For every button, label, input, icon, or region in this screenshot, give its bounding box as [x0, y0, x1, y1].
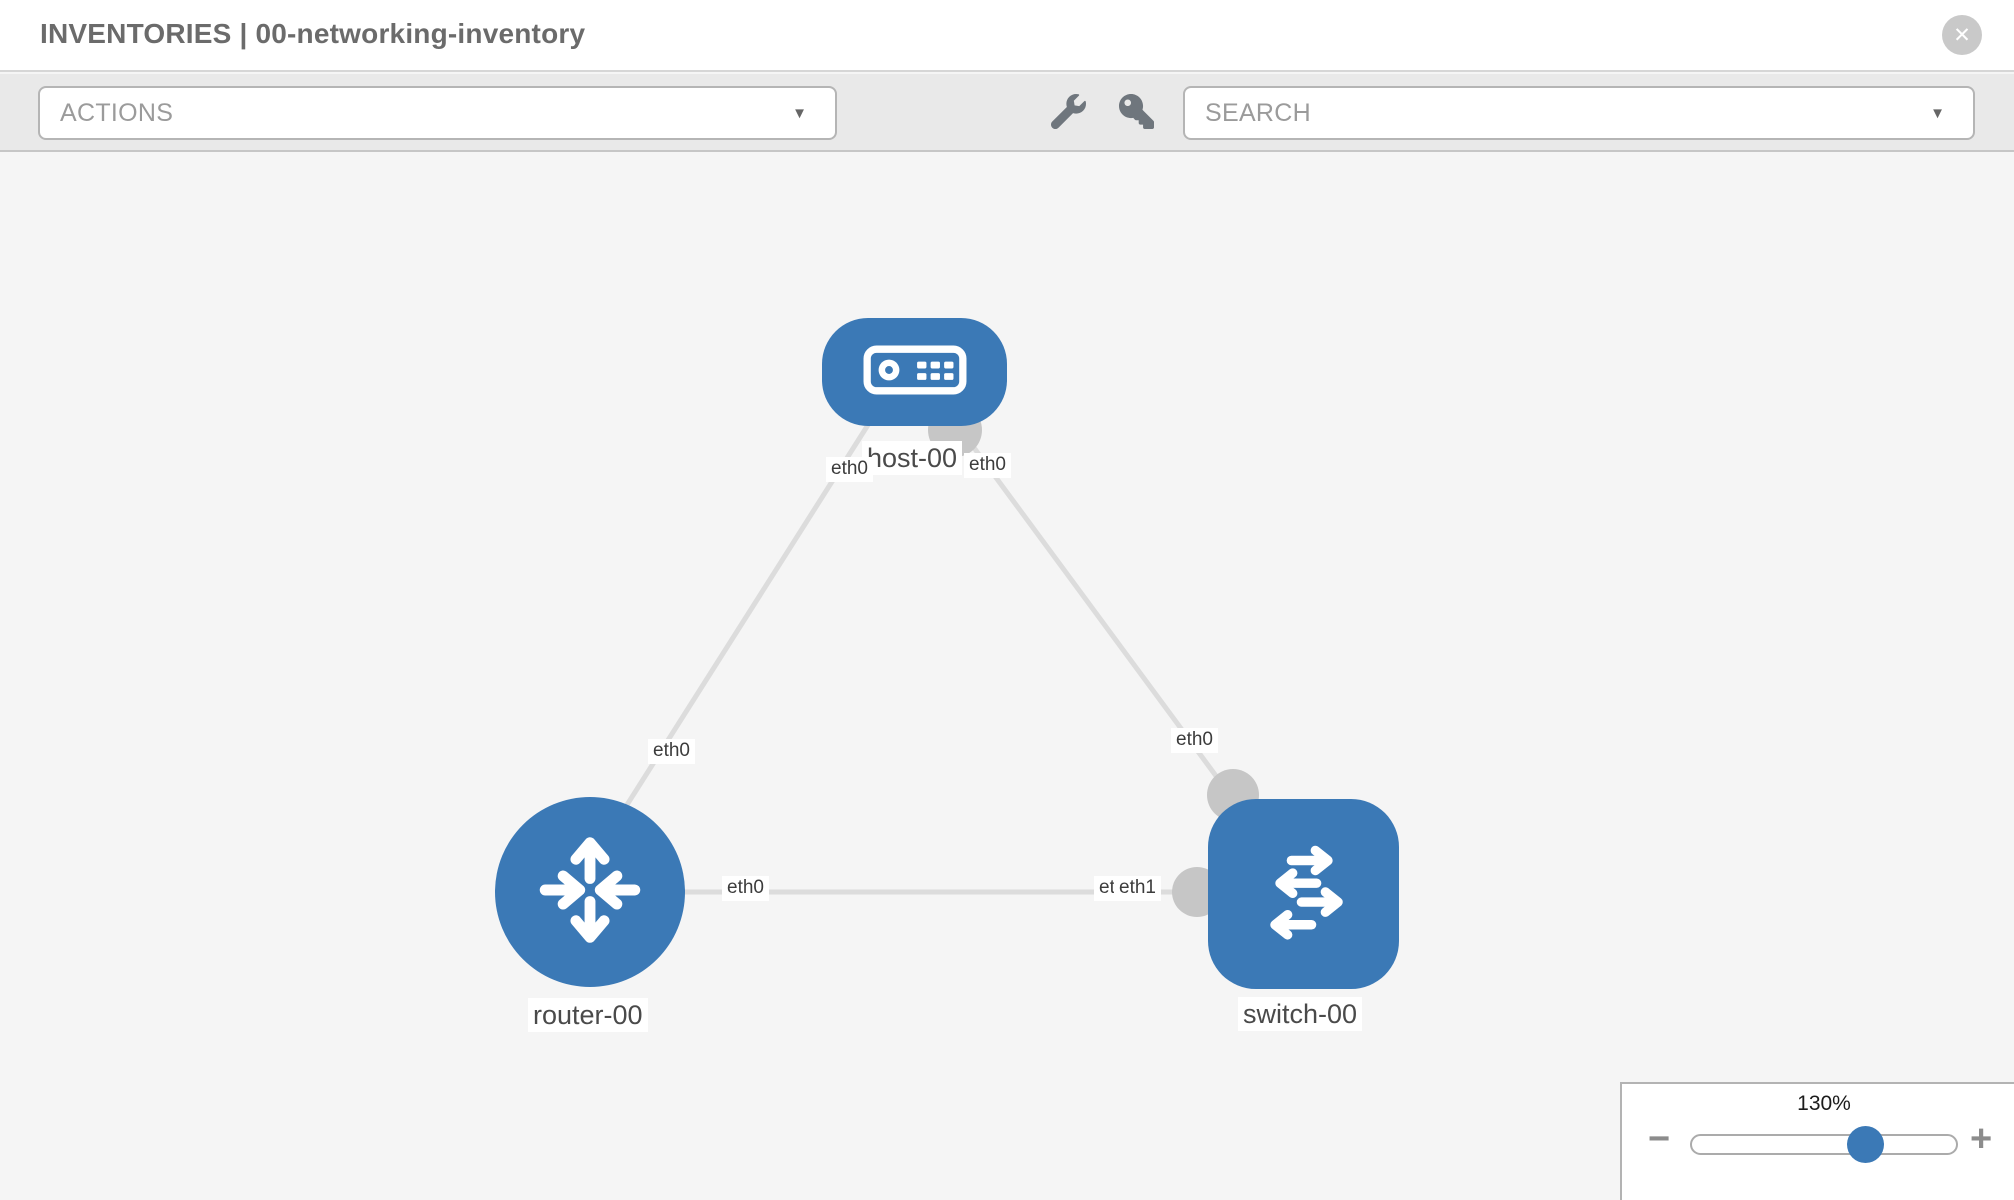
- node-label-router: router-00: [528, 998, 648, 1033]
- search-dropdown-label: SEARCH: [1205, 98, 1311, 127]
- topology-canvas[interactable]: host-00 router-00 switch-00 eth0 eth0 et…: [0, 154, 2014, 1200]
- switch-icon: [1241, 829, 1367, 960]
- zoom-slider-thumb[interactable]: [1847, 1126, 1884, 1163]
- interface-label: eth0: [648, 739, 695, 764]
- node-host-00[interactable]: [822, 318, 1007, 426]
- credentials-button[interactable]: [1116, 94, 1156, 134]
- node-label-switch: switch-00: [1238, 997, 1363, 1032]
- wrench-icon: [1050, 94, 1086, 134]
- node-router-00[interactable]: [495, 797, 685, 987]
- node-switch-00[interactable]: [1208, 799, 1399, 989]
- interface-label: eth0: [826, 457, 873, 482]
- breadcrumb-header: INVENTORIES | 00-networking-inventory ✕: [0, 0, 2014, 72]
- close-button[interactable]: ✕: [1942, 15, 1982, 55]
- node-label-host: host-00: [862, 441, 963, 476]
- search-dropdown[interactable]: SEARCH ▼: [1183, 86, 1975, 140]
- interface-label: eth1: [1114, 876, 1161, 901]
- key-icon: [1118, 94, 1154, 134]
- zoom-control-panel: 130% − +: [1620, 1082, 2014, 1200]
- close-icon: ✕: [1953, 23, 1971, 47]
- configure-button[interactable]: [1048, 94, 1088, 134]
- host-icon: [863, 345, 967, 400]
- zoom-level-value: 130%: [1797, 1092, 1851, 1115]
- chevron-down-icon: ▼: [792, 105, 807, 122]
- router-icon: [526, 826, 654, 959]
- topology-links: [615, 415, 1236, 895]
- toolbar: ACTIONS ▼ SEARCH ▼: [0, 74, 2014, 152]
- chevron-down-icon: ▼: [1930, 105, 1945, 122]
- actions-dropdown[interactable]: ACTIONS ▼: [38, 86, 837, 140]
- page-title: INVENTORIES | 00-networking-inventory: [40, 18, 586, 49]
- interface-label: eth0: [1171, 728, 1218, 753]
- zoom-in-button[interactable]: +: [1970, 1118, 1993, 1160]
- zoom-out-button[interactable]: −: [1648, 1118, 1671, 1160]
- actions-dropdown-label: ACTIONS: [60, 98, 174, 127]
- interface-label: eth0: [722, 876, 769, 901]
- interface-label: eth0: [964, 453, 1011, 478]
- zoom-slider[interactable]: [1690, 1134, 1958, 1155]
